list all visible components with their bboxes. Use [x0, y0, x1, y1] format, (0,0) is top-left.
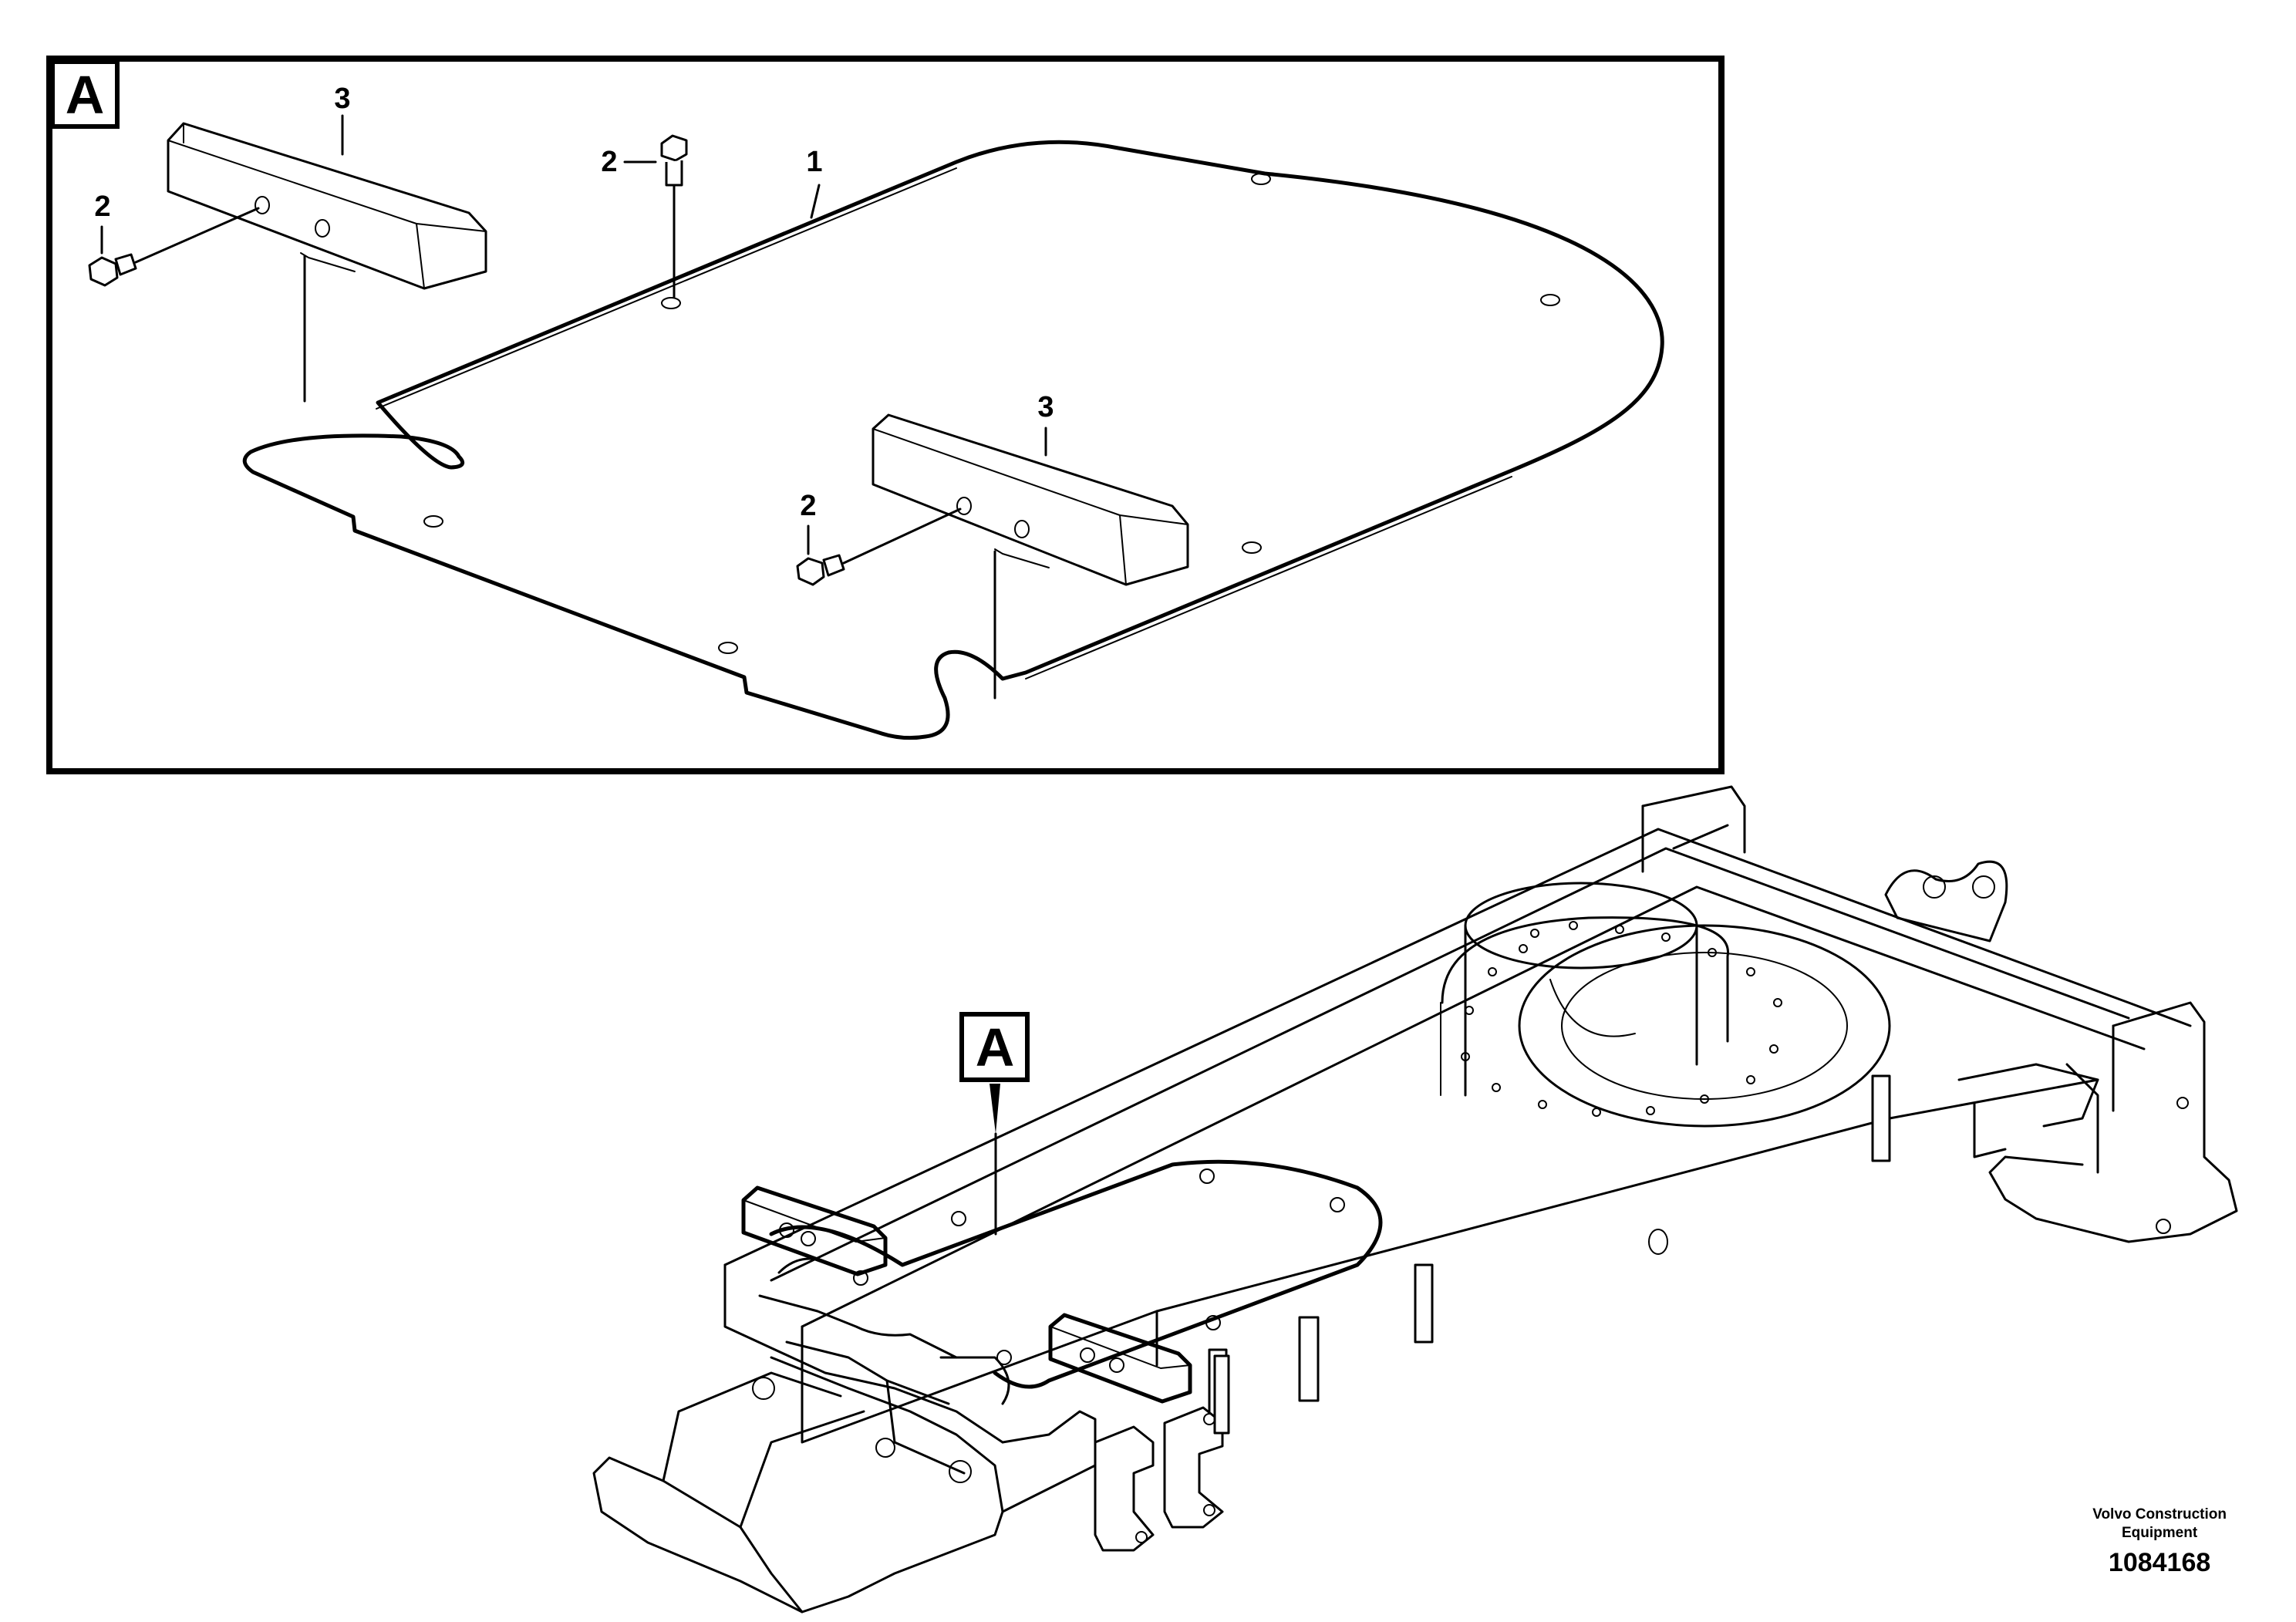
bolt-left	[88, 207, 260, 287]
bolt-lower	[796, 508, 962, 586]
ring-bolt-holes	[1461, 921, 1782, 1117]
view-a-letter: A	[976, 1017, 1015, 1077]
frame-holes	[853, 1168, 1345, 1365]
detail-letter: A	[66, 65, 105, 125]
callout-bolt-lower: 2	[800, 490, 816, 522]
bolt-top	[660, 134, 688, 298]
undercarriage-frame	[592, 785, 2238, 1614]
callout-bolt-left: 2	[94, 191, 110, 223]
detail-a-frame: A	[46, 56, 1725, 774]
floor-plate	[242, 140, 1664, 740]
side-slots	[1208, 1074, 1891, 1428]
callout-block-right: 3	[1037, 391, 1054, 423]
callout-bolt-top: 2	[601, 146, 617, 178]
spacer-block-left	[167, 122, 487, 290]
drawing-number: 1084168	[2108, 1548, 2211, 1577]
callout-plate: 1	[806, 146, 822, 178]
company-line-1: Volvo Construction	[2092, 1506, 2227, 1523]
spacer-block-right	[872, 413, 1189, 586]
company-line-2: Equipment	[2122, 1525, 2198, 1541]
callout-block-left: 3	[334, 83, 350, 115]
footer-credit: Volvo Construction Equipment 1084168	[2092, 1506, 2227, 1580]
leader-lines	[100, 114, 1047, 700]
view-a-marker: A	[959, 1012, 1030, 1236]
callout-labels: 1 2 2 2 3 3	[94, 83, 1054, 522]
plate-holes	[423, 173, 1560, 654]
